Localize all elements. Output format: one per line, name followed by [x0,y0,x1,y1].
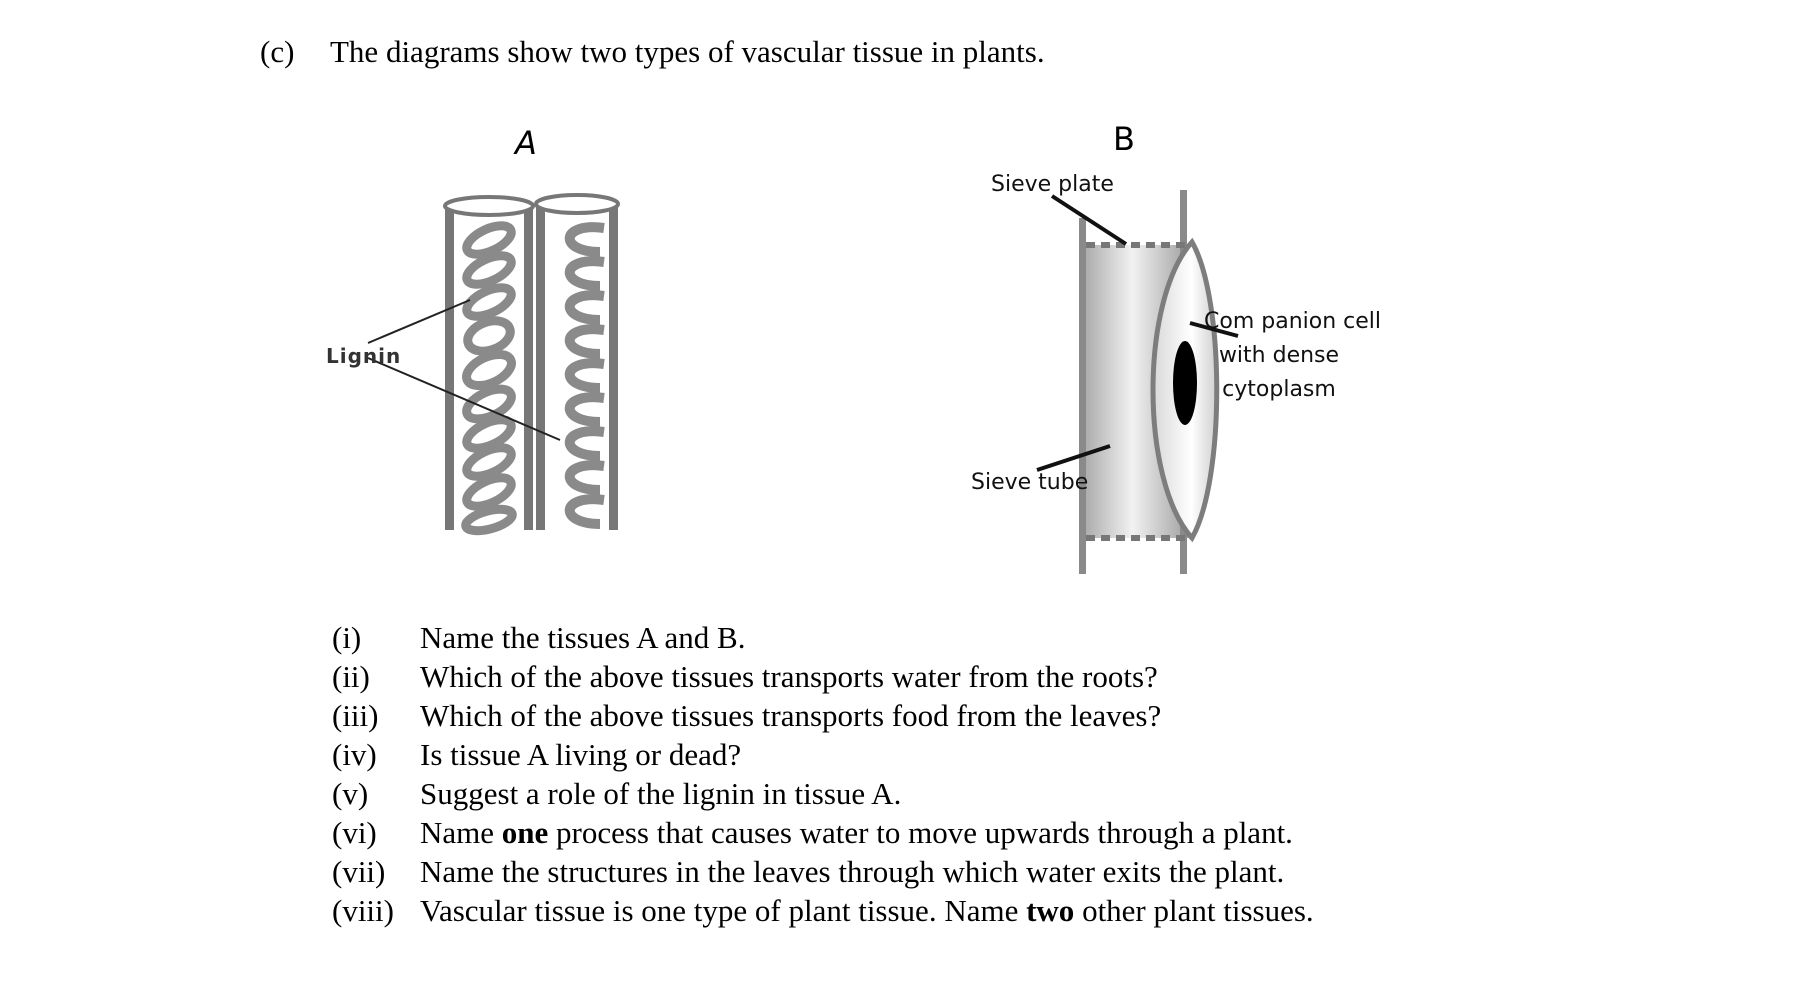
lignin-pointer [367,299,471,344]
emphasis: two [1026,893,1075,928]
question-heading: (c) The diagrams show two types of vascul… [260,34,1045,70]
sub-question: (viii) Vascular tissue is one type of pl… [332,891,1314,930]
companion-label-line1: Com panion cell [1204,309,1381,334]
sub-question: (i) Name the tissues A and B. [332,618,1314,657]
sub-question-text: Name the structures in the leaves throug… [420,854,1285,889]
sub-question-number: (vi) [332,815,377,850]
vessel-wall [609,203,618,530]
sieve-plate-pointer [1050,194,1128,246]
lignin-label: Lignin [326,344,402,368]
sub-question-text: Which of the above tissues transports fo… [420,698,1162,733]
question-number: (c) [260,34,295,69]
sub-question-number: (v) [332,776,369,811]
sub-question-text: Suggest a role of the lignin in tissue A… [420,776,902,811]
sub-question: (iv) Is tissue A living or dead? [332,735,1314,774]
sub-question: (ii) Which of the above tissues transpor… [332,657,1314,696]
sub-question-list: (i) Name the tissues A and B. (ii) Which… [332,618,1314,930]
sub-question-text: Is tissue A living or dead? [420,737,742,772]
sub-question-number: (vii) [332,854,386,889]
sub-question: (iii) Which of the above tissues transpo… [332,696,1314,735]
vessel-wall [445,205,454,530]
sub-question-text: Name one process that causes water to mo… [420,813,1293,852]
sub-question-text: Vascular tissue is one type of plant tis… [420,891,1314,930]
sub-question-number: (iv) [332,737,377,772]
sub-question-text: Name the tissues A and B. [420,620,746,655]
companion-label-line3: cytoplasm [1222,377,1336,402]
emphasis: one [501,815,549,850]
vessel-wall [524,205,533,530]
sub-question-text: Which of the above tissues transports wa… [420,659,1158,694]
diagram-b-label: B [1113,120,1135,158]
sieve-tube-wall [1079,218,1086,574]
companion-cell-nucleus [1173,341,1197,425]
xylem-diagram [367,193,620,536]
sub-question: (v) Suggest a role of the lignin in tiss… [332,774,1314,813]
text-part: Vascular tissue is one type of plant tis… [420,893,1027,928]
sub-question-number: (i) [332,620,362,655]
diagram-a-label: A [515,124,537,162]
phloem-diagram [1036,190,1239,574]
vessel-opening [443,195,535,217]
sieve-plate-label: Sieve plate [991,172,1114,197]
sieve-tube-pointer [1036,444,1111,472]
lignin-pointer [367,357,561,441]
text-part: other plant tissues. [1074,893,1314,928]
vessel-wall [536,203,545,530]
companion-cell-label: Com panion cell with dense cytoplasm [1204,305,1381,407]
sieve-tube-label: Sieve tube [971,470,1089,495]
companion-cell-pointer [1189,321,1239,338]
lignin-rings-left [461,221,517,536]
sub-question: (vi) Name one process that causes water … [332,813,1314,852]
companion-label-line2: with dense [1218,343,1340,368]
text-part: Name [420,815,502,850]
vessel-opening [534,193,620,215]
text-part: process that causes water to move upward… [548,815,1293,850]
lignin-spiral-right [564,222,605,529]
sub-question: (vii) Name the structures in the leaves … [332,852,1314,891]
sub-question-number: (ii) [332,659,370,694]
sub-question-number: (iii) [332,698,379,733]
question-intro: The diagrams show two types of vascular … [330,34,1045,69]
sub-question-number: (viii) [332,893,394,928]
